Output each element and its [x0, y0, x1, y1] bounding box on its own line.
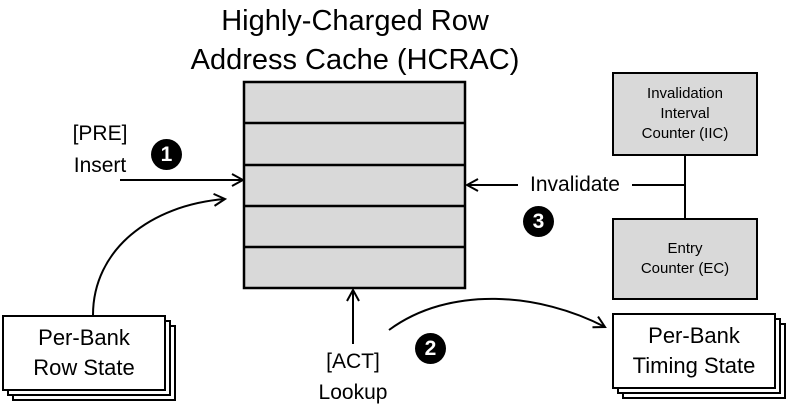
title-line-1: Highly-Charged Row	[221, 5, 489, 37]
iic-line-2: Interval	[660, 105, 710, 122]
title-line-2: Address Cache (HCRAC)	[190, 44, 520, 76]
insert-label: [PRE] Insert	[60, 118, 140, 182]
row-state-line-1: Per-Bank	[38, 325, 130, 350]
timing-state-line-2: Timing State	[632, 353, 756, 378]
row-state-line-2: Row State	[33, 355, 135, 380]
lookup-to-timing-arrow-icon	[388, 297, 605, 331]
step-1-badge: 1	[151, 139, 182, 170]
iic-line-3: Counter (IIC)	[641, 125, 729, 142]
row-state-to-cache-arrow-icon	[92, 199, 225, 316]
insert-label-line-1: [PRE]	[72, 122, 128, 145]
invalidation-interval-counter-box: Invalidation Interval Counter (IIC)	[612, 72, 758, 156]
per-bank-timing-state-stack: Per-Bank Timing State	[612, 313, 788, 405]
timing-state-line-1: Per-Bank	[648, 323, 740, 348]
lookup-label-line-1: [ACT]	[326, 350, 380, 373]
lookup-label-line-2: Lookup	[318, 381, 388, 404]
hcrac-cache-table	[242, 80, 467, 290]
ec-line-2: Counter (EC)	[640, 260, 730, 277]
iic-line-1: Invalidation	[647, 85, 723, 102]
step-2-badge: 2	[415, 333, 446, 364]
lookup-label: [ACT] Lookup	[305, 346, 401, 408]
ec-line-1: Entry	[667, 240, 703, 257]
per-bank-row-state-stack: Per-Bank Row State	[2, 315, 178, 407]
entry-counter-box: Entry Counter (EC)	[612, 218, 758, 300]
step-3-badge: 3	[523, 206, 554, 237]
invalidate-label: Invalidate	[530, 173, 620, 196]
insert-label-line-2: Insert	[73, 154, 127, 177]
diagram-title: Highly-Charged Row Address Cache (HCRAC)	[150, 2, 560, 80]
